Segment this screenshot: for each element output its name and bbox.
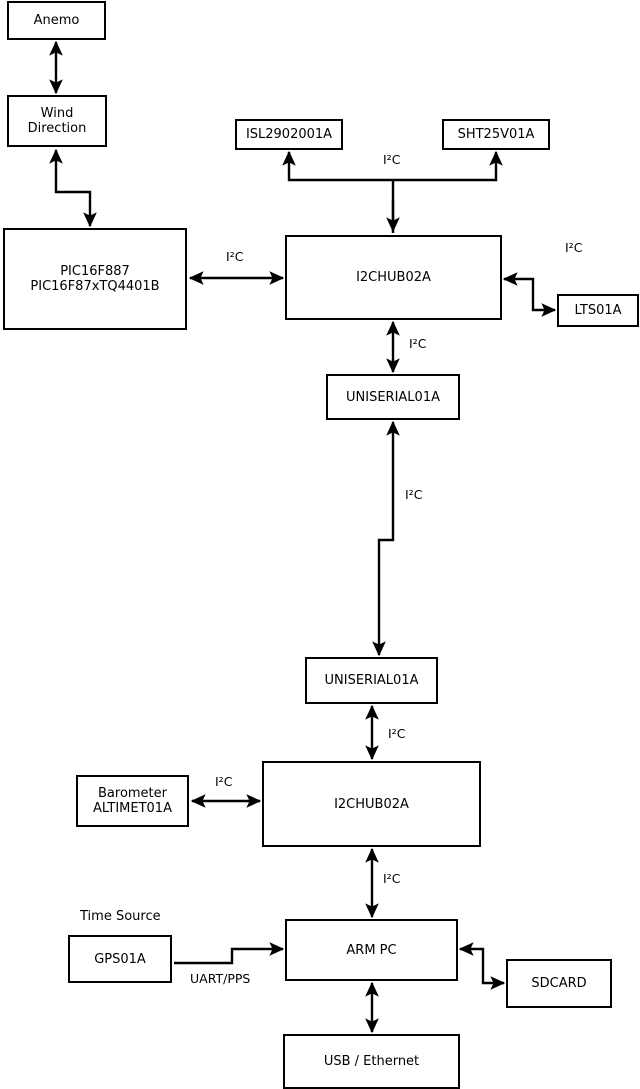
edge-label-uniserial-link: I²C (405, 487, 423, 502)
edge-label-hub-armpc: I²C (383, 871, 401, 886)
node-lts01a-label: LTS01A (574, 303, 622, 318)
edge-hubtop-isl (282, 150, 393, 182)
edge-armpc-sdcard (458, 942, 506, 990)
node-gps01a-label: GPS01A (94, 951, 146, 967)
node-i2chub02a-top-label: I2CHUB02A (356, 270, 431, 285)
edge-label-gps-armpc: UART/PPS (190, 971, 251, 986)
node-anemo-label: Anemo (33, 13, 80, 28)
node-uniserial01a-lower-label: UNISERIAL01A (324, 673, 419, 688)
node-arm-pc[interactable]: ARM PC (285, 919, 458, 981)
node-i2chub02a-bottom[interactable]: I2CHUB02A (262, 761, 481, 847)
node-wind-direction-label: Wind Direction (27, 106, 87, 136)
edge-label-barometer-hub: I²C (215, 774, 233, 789)
edge-wind-pic (49, 148, 97, 228)
edge-label-uniserial-hub2: I²C (388, 726, 406, 741)
node-uniserial01a-lower[interactable]: UNISERIAL01A (305, 657, 438, 704)
edge-label-hub-sensors: I²C (383, 152, 401, 167)
node-isl2902001a-label: ISL2902001A (245, 127, 333, 142)
edge-label-pic-hub: I²C (226, 249, 244, 264)
node-barometer-altimet01a[interactable]: Barometer ALTIMET01A (76, 775, 189, 827)
edge-label-hub-uniserial: I²C (409, 336, 427, 351)
node-lts01a[interactable]: LTS01A (557, 294, 639, 327)
node-usb-ethernet[interactable]: USB / Ethernet (283, 1034, 460, 1089)
edge-hubtop-sht (393, 150, 503, 182)
edge-uniserial-link (372, 420, 400, 657)
node-barometer-altimet01a-label: Barometer ALTIMET01A (93, 786, 172, 816)
node-arm-pc-label: ARM PC (346, 942, 397, 958)
node-sdcard-label: SDCARD (531, 976, 587, 991)
node-i2chub02a-top[interactable]: I2CHUB02A (285, 235, 502, 320)
node-pic-mcu[interactable]: PIC16F887 PIC16F87xTQ4401B (3, 228, 187, 330)
node-sdcard[interactable]: SDCARD (506, 959, 612, 1008)
time-source-label: Time Source (80, 909, 161, 924)
edge-gps-armpc (174, 942, 285, 965)
node-anemo[interactable]: Anemo (7, 1, 106, 40)
node-uniserial01a-upper-label: UNISERIAL01A (346, 389, 440, 405)
node-sht25v01a[interactable]: SHT25V01A (442, 119, 550, 150)
node-usb-ethernet-label: USB / Ethernet (323, 1054, 420, 1069)
node-gps01a[interactable]: GPS01A (68, 935, 172, 983)
edge-label-hub-lts: I²C (565, 240, 583, 255)
node-uniserial01a-upper[interactable]: UNISERIAL01A (326, 374, 460, 420)
node-sht25v01a-label: SHT25V01A (457, 127, 535, 142)
node-pic-mcu-label: PIC16F887 PIC16F87xTQ4401B (30, 264, 160, 294)
node-wind-direction[interactable]: Wind Direction (7, 95, 107, 147)
node-isl2902001a[interactable]: ISL2902001A (235, 119, 343, 150)
node-i2chub02a-bottom-label: I2CHUB02A (334, 796, 409, 812)
edge-hubtop-lts (502, 272, 557, 317)
